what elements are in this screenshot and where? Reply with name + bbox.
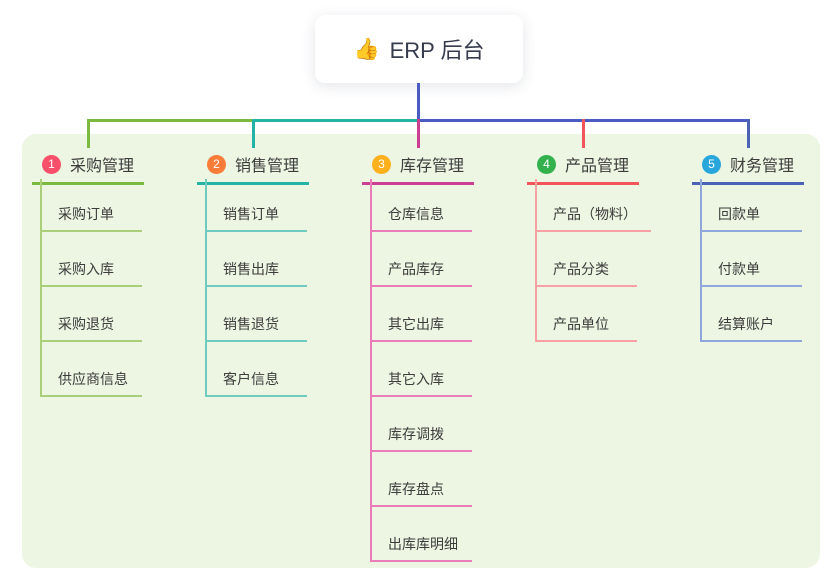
leaf-node[interactable]: 出库库明细 [370, 528, 472, 562]
leaf-node[interactable]: 客户信息 [205, 363, 307, 397]
branch-node-1[interactable]: 1 采购管理 [32, 150, 145, 185]
branch-number-badge: 1 [42, 154, 61, 174]
branch-spine-line [700, 179, 702, 342]
leaf-node[interactable]: 库存调拨 [370, 418, 472, 452]
connector-line [87, 119, 255, 122]
leaf-node[interactable]: 采购入库 [40, 253, 142, 287]
leaf-node[interactable]: 其它入库 [370, 363, 472, 397]
root-stem-line [417, 83, 420, 122]
branch-number-badge: 2 [207, 154, 226, 174]
connector-line [252, 119, 420, 122]
branch-number-badge: 4 [537, 154, 556, 174]
branch-node-label: 采购管理 [70, 158, 135, 175]
branch-number-badge: 3 [372, 154, 391, 174]
leaf-node[interactable]: 销售出库 [205, 253, 307, 287]
branch-drop-line-2 [252, 119, 255, 148]
leaf-node[interactable]: 库存盘点 [370, 473, 472, 507]
leaf-node[interactable]: 产品（物料） [535, 198, 651, 232]
branch-number-badge: 5 [702, 154, 721, 174]
branch-spine-line [535, 179, 537, 342]
leaf-node[interactable]: 销售订单 [205, 198, 307, 232]
thumbs-up-icon: 👍 [353, 37, 380, 61]
branch-node-4[interactable]: 4 产品管理 [527, 150, 640, 185]
leaf-node[interactable]: 仓库信息 [370, 198, 472, 232]
branch-node-label: 产品管理 [565, 158, 630, 175]
leaf-node[interactable]: 其它出库 [370, 308, 472, 342]
leaf-node[interactable]: 回款单 [700, 198, 802, 232]
root-node-label: ERP 后台 [389, 38, 485, 63]
leaf-node[interactable]: 供应商信息 [40, 363, 142, 397]
leaf-node[interactable]: 产品库存 [370, 253, 472, 287]
branch-drop-line-1 [87, 119, 90, 148]
branch-spine-line [40, 179, 42, 397]
leaf-node[interactable]: 结算账户 [700, 308, 802, 342]
root-node-erp[interactable]: 👍 ERP 后台 [315, 15, 523, 83]
branches-background-panel [22, 134, 820, 568]
leaf-node[interactable]: 销售退货 [205, 308, 307, 342]
leaf-node[interactable]: 产品分类 [535, 253, 637, 287]
branch-node-label: 财务管理 [730, 158, 795, 175]
branch-node-3[interactable]: 3 库存管理 [362, 150, 475, 185]
branch-drop-line-5 [747, 119, 750, 148]
branch-node-2[interactable]: 2 销售管理 [197, 150, 310, 185]
branch-drop-line-4 [582, 119, 585, 148]
branch-drop-line-3 [417, 119, 420, 148]
branch-spine-line [370, 179, 372, 562]
branch-spine-line [205, 179, 207, 397]
leaf-node[interactable]: 产品单位 [535, 308, 637, 342]
branch-node-5[interactable]: 5 财务管理 [692, 150, 805, 185]
leaf-node[interactable]: 采购订单 [40, 198, 142, 232]
branch-node-label: 库存管理 [400, 158, 465, 175]
branch-node-label: 销售管理 [235, 158, 300, 175]
leaf-node[interactable]: 付款单 [700, 253, 802, 287]
leaf-node[interactable]: 采购退货 [40, 308, 142, 342]
